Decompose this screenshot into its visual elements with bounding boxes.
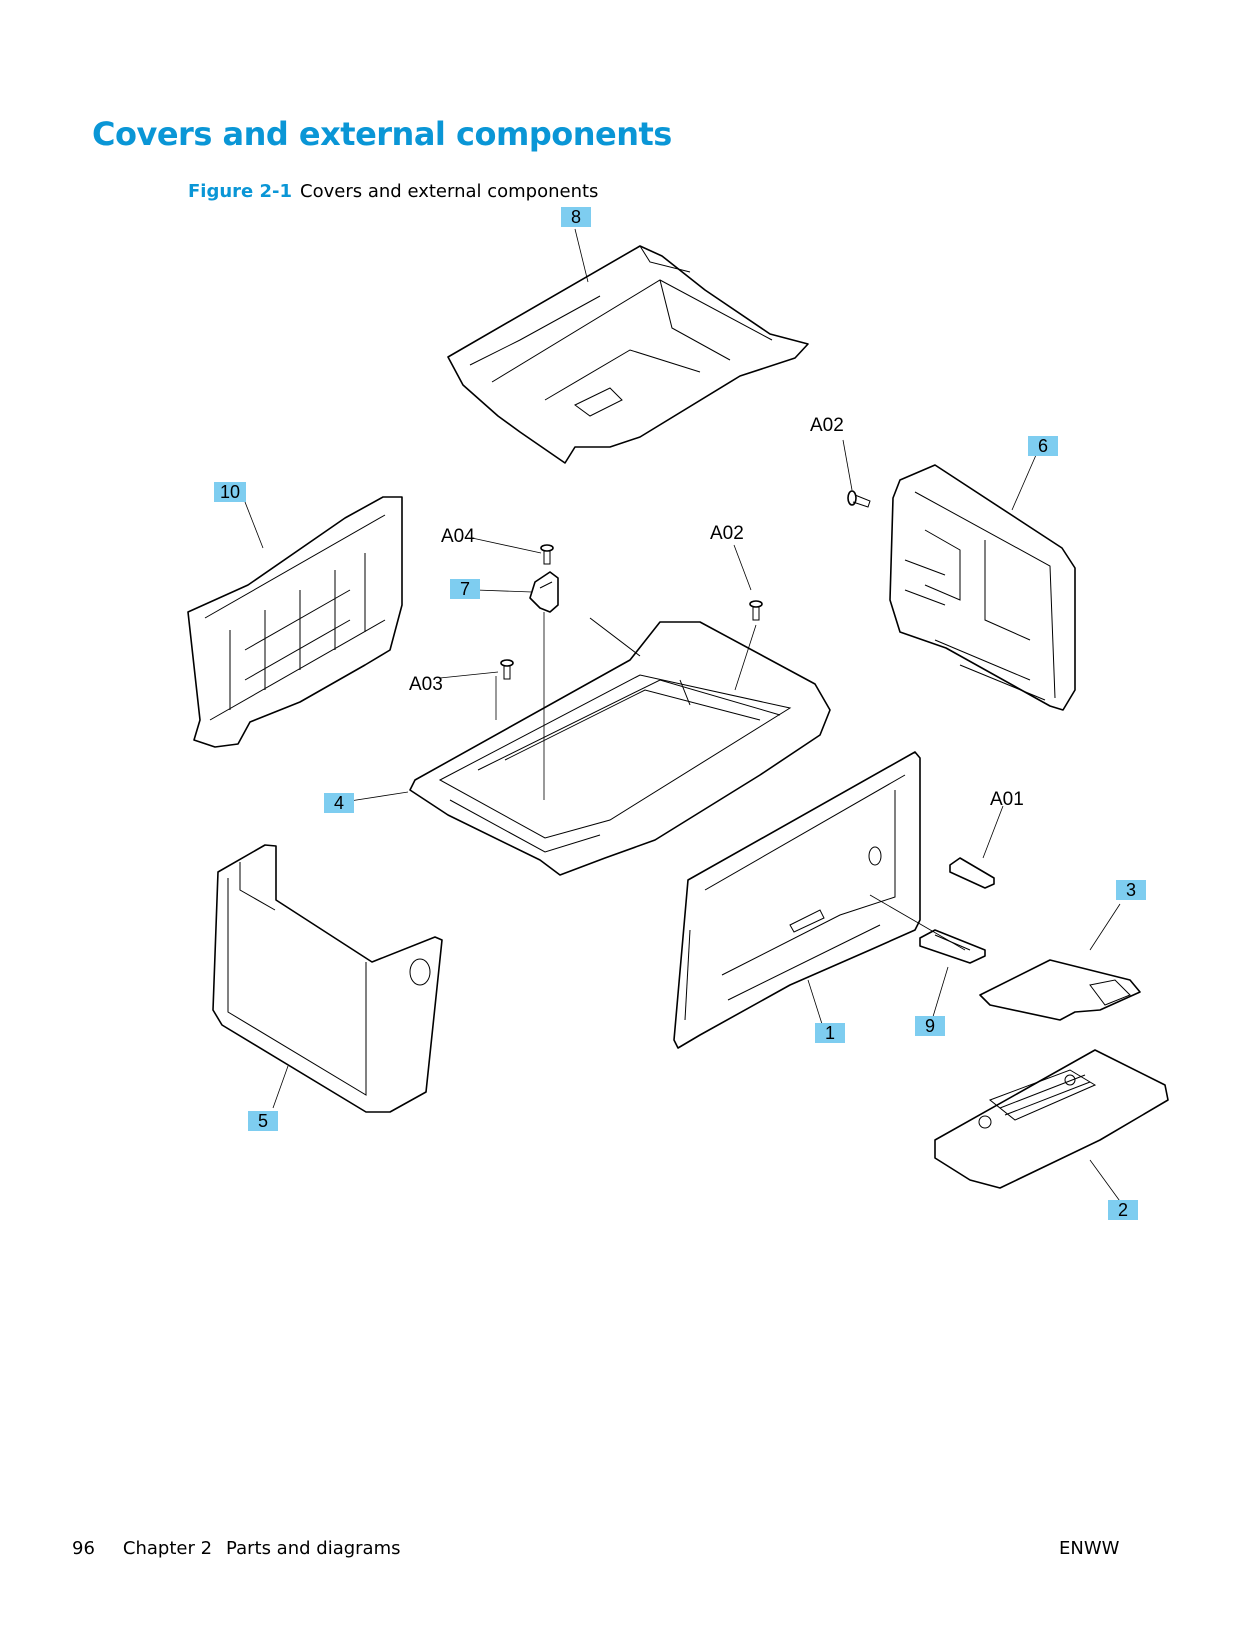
callout-2-label: 2 <box>1118 1200 1128 1220</box>
leader-lines <box>244 228 1123 1205</box>
ref-a04: A04 <box>441 526 475 547</box>
part-8-output-tray <box>447 245 809 464</box>
part-6-right-cover <box>889 464 1076 711</box>
part-10-left-cover <box>187 496 403 748</box>
part-7-bracket <box>529 571 559 613</box>
screw-a02-center <box>749 600 763 621</box>
footer-right: ENWW <box>1059 1538 1120 1559</box>
callout-5: 5 <box>248 1111 278 1131</box>
callout-5-label: 5 <box>258 1111 268 1131</box>
screw-a04 <box>540 544 554 565</box>
callout-4-label: 4 <box>334 793 344 813</box>
figure-title: Covers and external components <box>300 181 599 202</box>
callout-7-label: 7 <box>460 579 470 599</box>
callout-3-label: 3 <box>1126 880 1136 900</box>
ref-a02-center: A02 <box>710 523 744 544</box>
callout-9: 9 <box>915 1016 945 1036</box>
figure-label: Figure 2-1 <box>188 181 293 202</box>
callout-3: 3 <box>1116 880 1146 900</box>
callout-10: 10 <box>214 482 246 502</box>
callout-8-label: 8 <box>571 207 581 227</box>
part-3-small-tray <box>979 959 1141 1021</box>
part-9-latch <box>919 929 986 964</box>
part-2-input-tray <box>934 1049 1169 1189</box>
callout-6-label: 6 <box>1038 436 1048 456</box>
ref-a03: A03 <box>409 674 443 695</box>
ref-a02-right: A02 <box>810 415 844 436</box>
ref-a01: A01 <box>990 789 1024 810</box>
part-5-left-front-cover <box>212 844 443 1113</box>
page-number: 96 <box>72 1538 95 1559</box>
callout-8: 8 <box>561 207 591 227</box>
callout-2: 2 <box>1108 1200 1138 1220</box>
figure-caption: Figure 2-1 Covers and external components <box>188 181 598 202</box>
footer-chapter: Chapter 2 <box>122 1538 213 1559</box>
callout-6: 6 <box>1028 436 1058 456</box>
callout-9-label: 9 <box>925 1016 935 1036</box>
screw-a03 <box>500 659 514 680</box>
callout-1-label: 1 <box>825 1023 835 1043</box>
footer-left: 96 Chapter 2 Parts and diagrams <box>72 1538 401 1559</box>
part-a01-clip <box>949 857 995 889</box>
callout-1: 1 <box>815 1023 845 1043</box>
part-4-base-frame <box>409 617 831 876</box>
callout-4: 4 <box>324 793 354 813</box>
page-title: Covers and external components <box>92 115 672 153</box>
callout-10-label: 10 <box>220 482 240 502</box>
footer-section: Parts and diagrams <box>226 1538 401 1559</box>
part-1-front-cover <box>673 751 921 1049</box>
callout-7: 7 <box>450 579 480 599</box>
screw-a02-right <box>847 490 871 508</box>
